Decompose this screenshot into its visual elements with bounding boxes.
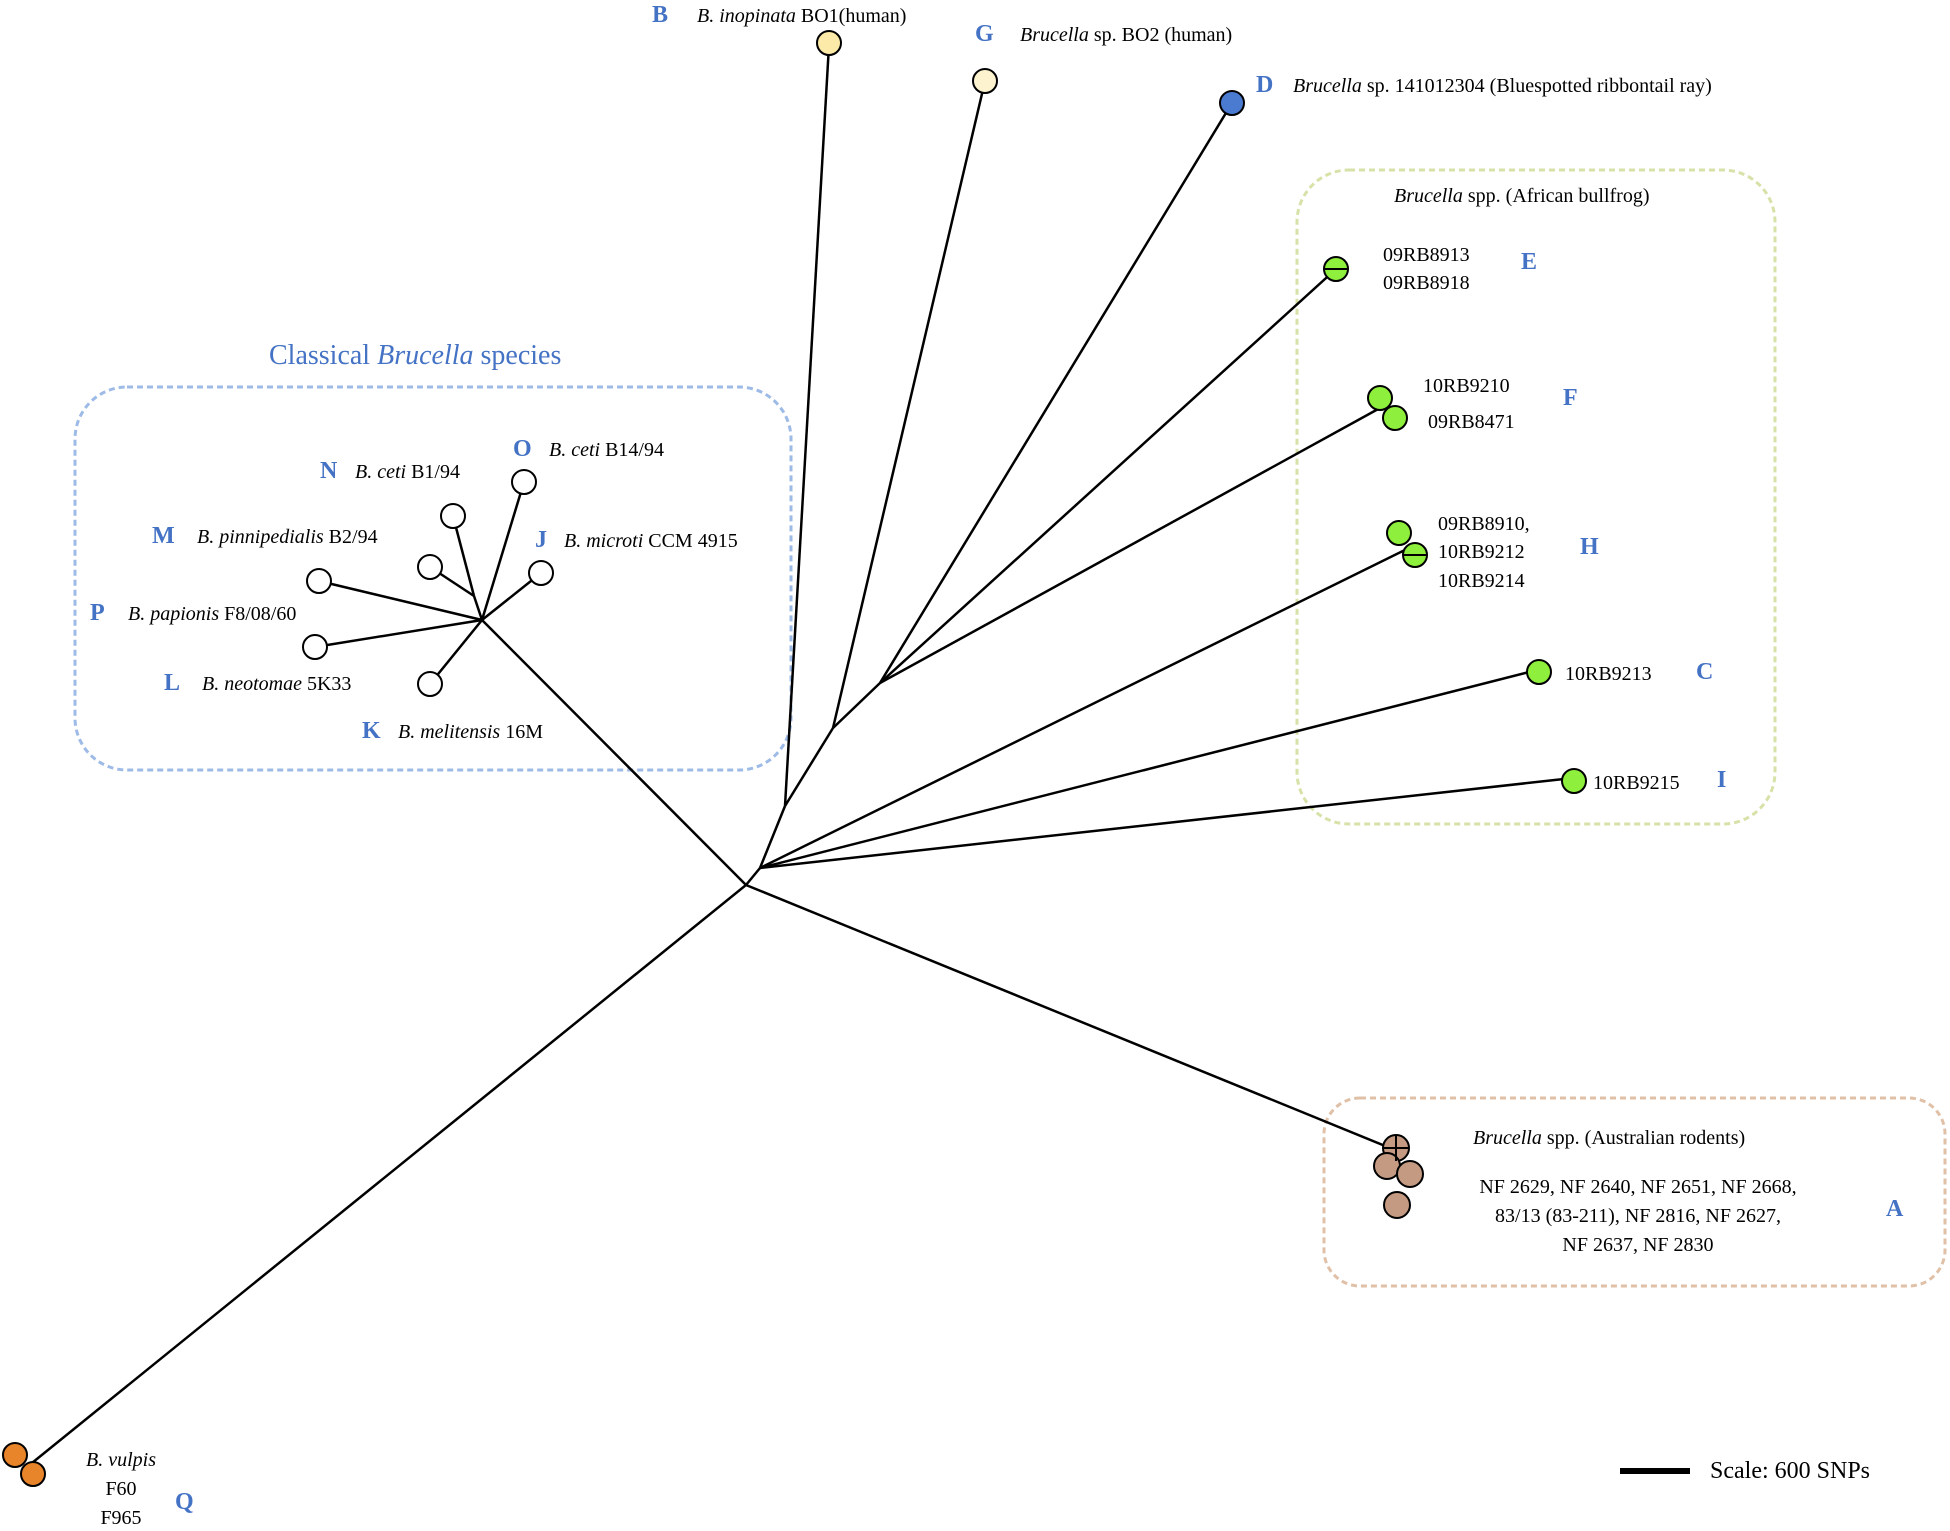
- bullfrog-title: Brucella spp. (African bullfrog): [1394, 185, 1650, 207]
- letter-D: D: [1256, 72, 1273, 98]
- node-F-1: [1367, 385, 1393, 411]
- letter-O: O: [513, 436, 532, 462]
- letter-N: N: [320, 458, 338, 484]
- label-H-1: 09RB8910,: [1438, 513, 1530, 535]
- node-L: [302, 634, 328, 660]
- label-A-3: NF 2637, NF 2830: [1562, 1234, 1713, 1256]
- classical-species-box: [73, 385, 793, 772]
- label-A-1: NF 2629, NF 2640, NF 2651, NF 2668,: [1479, 1176, 1796, 1198]
- node-I: [1561, 768, 1587, 794]
- classical-species-title: Classical Brucella species: [269, 340, 561, 371]
- node-Q-1: [2, 1442, 28, 1468]
- label-H-2: 10RB9212: [1438, 541, 1525, 563]
- label-G: Brucella sp. BO2 (human): [1020, 24, 1232, 46]
- rodents-title: Brucella spp. (Australian rodents): [1473, 1127, 1745, 1149]
- label-F-1: 10RB9210: [1423, 375, 1510, 397]
- label-A-2: 83/13 (83-211), NF 2816, NF 2627,: [1495, 1205, 1781, 1227]
- label-J: B. microti CCM 4915: [564, 530, 738, 552]
- letter-E: E: [1521, 249, 1537, 275]
- label-N: B. ceti B1/94: [355, 461, 460, 483]
- node-O: [511, 469, 537, 495]
- letter-I: I: [1717, 767, 1726, 793]
- label-C: 10RB9213: [1565, 663, 1652, 685]
- label-K: B. melitensis 16M: [398, 721, 543, 743]
- node-P: [306, 568, 332, 594]
- letter-M: M: [152, 523, 175, 549]
- label-P: B. papionis F8/08/60: [128, 603, 296, 625]
- node-C: [1526, 659, 1552, 685]
- node-N: [440, 503, 466, 529]
- node-M: [417, 554, 443, 580]
- letter-K: K: [362, 718, 381, 744]
- letter-F: F: [1563, 385, 1578, 411]
- label-E-1: 09RB8913: [1383, 244, 1470, 266]
- label-B: B. inopinata BO1(human): [697, 5, 906, 27]
- scale-label: Scale: 600 SNPs: [1710, 1458, 1870, 1484]
- letter-G: G: [975, 21, 994, 47]
- letter-B: B: [652, 2, 668, 28]
- node-H-1: [1386, 520, 1412, 546]
- node-J: [528, 560, 554, 586]
- nodes: [2, 30, 1587, 1487]
- letter-C: C: [1696, 659, 1713, 685]
- branches: [26, 44, 1574, 1468]
- letter-L: L: [164, 670, 180, 696]
- node-K: [417, 671, 443, 697]
- letter-H: H: [1580, 534, 1599, 560]
- letter-A: A: [1886, 1196, 1904, 1222]
- label-D: Brucella sp. 141012304 (Bluespotted ribb…: [1293, 75, 1712, 97]
- label-Q-name: B. vulpis: [86, 1449, 156, 1471]
- label-L: B. neotomae 5K33: [202, 673, 351, 695]
- label-H-3: 10RB9214: [1438, 570, 1525, 592]
- label-M: B. pinnipedialis B2/94: [197, 526, 378, 548]
- letter-Q: Q: [175, 1489, 194, 1515]
- letter-P: P: [90, 600, 105, 626]
- rodents-box: [1322, 1096, 1947, 1288]
- label-F-2: 09RB8471: [1428, 411, 1515, 433]
- label-E-2: 09RB8918: [1383, 272, 1470, 294]
- label-Q-1: F60: [105, 1478, 136, 1500]
- label-I: 10RB9215: [1593, 772, 1680, 794]
- node-G: [972, 68, 998, 94]
- node-Q-2: [20, 1461, 46, 1487]
- node-B: [816, 30, 842, 56]
- node-D: [1219, 90, 1245, 116]
- node-A-3: [1396, 1160, 1424, 1188]
- label-O: B. ceti B14/94: [549, 439, 664, 461]
- node-F-2: [1382, 405, 1408, 431]
- node-A-4: [1383, 1191, 1411, 1219]
- label-Q-2: F965: [100, 1507, 141, 1529]
- bullfrog-box: [1295, 168, 1777, 826]
- letter-J: J: [535, 527, 547, 553]
